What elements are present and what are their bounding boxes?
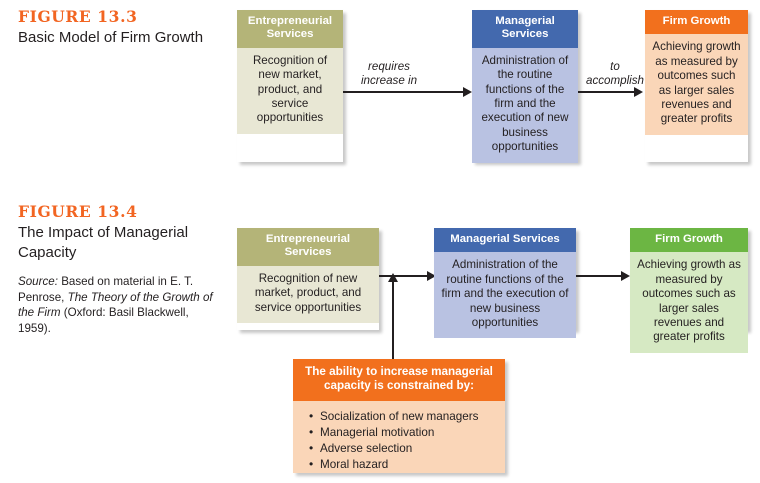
figure-13-3-arrow-line-2: [578, 91, 636, 93]
source-book-title: The Theory of the Growth of the Firm: [18, 290, 213, 320]
connector-label-line-1: to: [610, 60, 620, 73]
list-item: Adverse selection: [309, 440, 505, 457]
figure-13-3-connector-label-2: to accomplish: [580, 60, 650, 88]
figure-13-4-arrow-line-2: [576, 275, 623, 277]
constraint-box-body: Socialization of new managers Managerial…: [293, 401, 505, 483]
figure-13-4-box-entrepreneurial-services: Entrepreneurial Services Recognition of …: [237, 228, 379, 330]
box-body: Recognition of new market, product, and …: [237, 265, 379, 324]
source-text-1: Based on material in E. T. Penrose,: [18, 274, 194, 304]
figure-13-3-caption: FIGURE 13.3 Basic Model of Firm Growth: [18, 8, 223, 48]
figure-13-4-caption: FIGURE 13.4 The Impact of Managerial Cap…: [18, 203, 223, 337]
figure-13-3-title: Basic Model of Firm Growth: [18, 29, 204, 47]
figure-13-4-constraint-connector-line: [392, 281, 394, 359]
figure-13-4-box-firm-growth: Firm Growth Achieving growth as measured…: [630, 228, 748, 353]
box-body: Administration of the routine functions …: [434, 252, 576, 339]
figure-13-4-arrowhead-2-icon: [621, 271, 630, 281]
box-body: Recognition of new market, product, and …: [237, 47, 343, 134]
source-text-2: (Oxford: Basil Blackwell, 1959).: [18, 306, 189, 336]
figure-13-4-arrowhead-up-icon: [388, 273, 398, 282]
list-item: Socialization of new managers: [309, 408, 505, 425]
connector-label-line-2: increase in: [360, 74, 418, 88]
constraint-list: Socialization of new managers Managerial…: [309, 408, 505, 474]
box-header: Firm Growth: [645, 10, 748, 35]
box-body: Achieving growth as measured by outcomes…: [645, 34, 748, 135]
list-item: Moral hazard: [309, 456, 505, 473]
box-header: Managerial Services: [472, 10, 578, 48]
figure-13-3-box-entrepreneurial-services: Entrepreneurial Services Recognition of …: [237, 10, 343, 162]
box-header: Entrepreneurial Services: [237, 228, 379, 266]
figure-13-3-number: FIGURE 13.3: [18, 7, 138, 26]
figure-13-4-constraint-box: The ability to increase managerial capac…: [293, 359, 505, 473]
box-header: Firm Growth: [630, 228, 748, 253]
box-header: Managerial Services: [434, 228, 576, 253]
list-item: Managerial motivation: [309, 424, 505, 441]
source-label: Source:: [18, 274, 58, 288]
connector-label-line-1: requires: [368, 60, 410, 73]
figure-13-4-box-managerial-services: Managerial Services Administration of th…: [434, 228, 576, 339]
figure-13-4-number: FIGURE 13.4: [18, 202, 138, 221]
box-body: Administration of the routine functions …: [472, 47, 578, 163]
figure-13-3-connector-label-1: requires increase in: [348, 60, 430, 88]
figure-13-4-title: The Impact of Managerial Capacity: [18, 224, 189, 261]
constraint-box-header: The ability to increase managerial capac…: [293, 359, 505, 401]
box-header: Entrepreneurial Services: [237, 10, 343, 48]
figure-13-4-arrow-line-1: [379, 275, 429, 277]
figure-13-4-arrowhead-1-icon: [427, 271, 436, 281]
figure-13-4-source-note: Source: Based on material in E. T. Penro…: [18, 274, 223, 337]
figure-13-3-box-firm-growth: Firm Growth Achieving growth as measured…: [645, 10, 748, 162]
figure-13-3-box-managerial-services: Managerial Services Administration of th…: [472, 10, 578, 163]
figure-13-3-arrowhead-2-icon: [634, 87, 643, 97]
box-body: Achieving growth as measured by outcomes…: [630, 252, 748, 353]
connector-label-line-2: accomplish: [586, 74, 644, 88]
figure-13-3-arrow-line-1: [343, 91, 465, 93]
figure-13-3-arrowhead-1-icon: [463, 87, 472, 97]
